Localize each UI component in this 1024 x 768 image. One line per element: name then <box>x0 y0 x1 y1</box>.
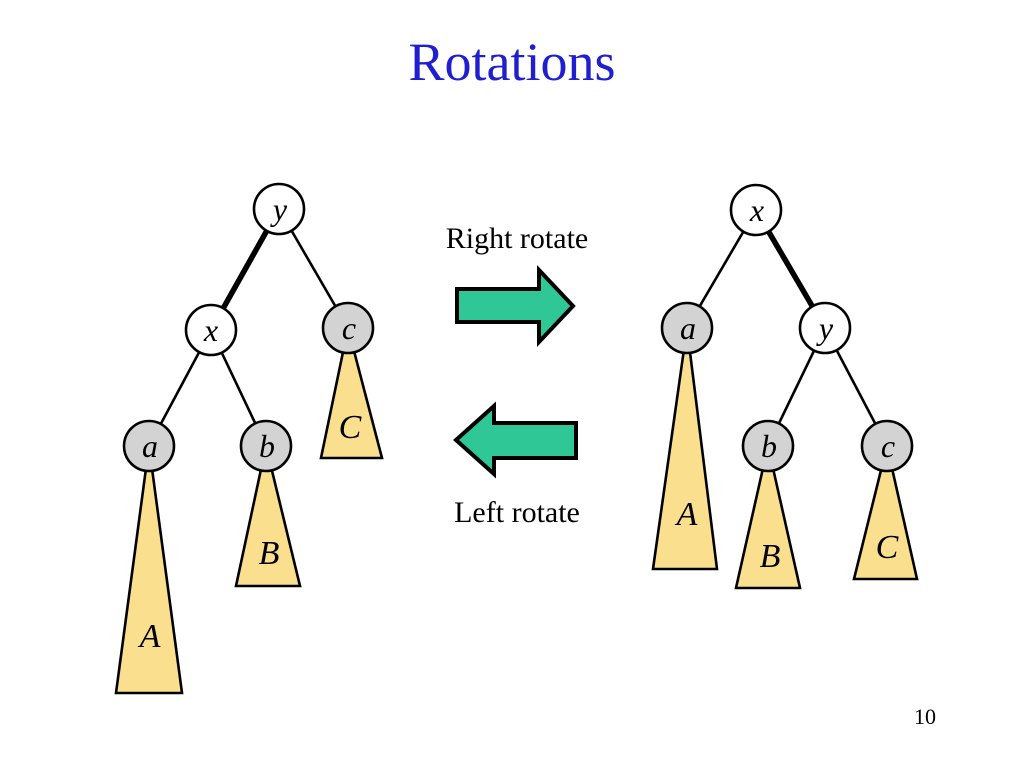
right-tree-node-y-label: y <box>816 310 834 346</box>
left-rotate-arrow-icon <box>453 401 578 479</box>
right-tree-node-c <box>860 419 914 473</box>
left-tree-node-y <box>252 182 306 236</box>
right-tree: x a y b c A B C <box>651 183 919 590</box>
left-tree: y x c a b A B C <box>114 182 384 695</box>
right-tree-subtree-B-label: B <box>760 538 781 575</box>
right-tree-subtree-triangle-A <box>651 327 719 571</box>
slide-title: Rotations <box>408 32 616 92</box>
left-tree-subtree-C-label: C <box>339 409 362 446</box>
left-tree-node-a-label: a <box>142 428 158 464</box>
left-rotate-label: Left rotate <box>454 496 580 529</box>
right-rotate-label: Right rotate <box>445 222 589 255</box>
right-tree-subtree-C-label: C <box>876 529 899 566</box>
right-rotate-arrow-icon <box>455 264 576 348</box>
right-tree-node-x <box>729 183 783 237</box>
left-tree-subtree-A-label: A <box>138 618 161 655</box>
right-tree-node-b-label: b <box>761 428 777 464</box>
left-tree-subtree-B-label: B <box>259 535 280 572</box>
left-tree-node-b-label: b <box>259 428 275 464</box>
right-tree-node-x-label: x <box>749 192 764 228</box>
right-tree-subtree-A-label: A <box>675 496 698 533</box>
right-tree-subtree-triangle-B <box>734 445 802 590</box>
right-tree-node-y <box>798 301 852 355</box>
right-tree-node-a <box>660 301 714 355</box>
left-tree-node-y-label: y <box>270 191 288 227</box>
right-tree-node-b <box>741 419 795 473</box>
left-tree-subtree-triangle-A <box>114 445 184 695</box>
rotate-arrows <box>453 264 578 479</box>
left-tree-node-c-label: c <box>342 310 356 346</box>
left-tree-node-x <box>184 303 238 357</box>
left-tree-node-x-label: x <box>203 312 218 348</box>
left-tree-node-a <box>122 419 176 473</box>
right-tree-node-c-label: c <box>881 428 895 464</box>
left-tree-subtree-triangle-B <box>234 445 302 588</box>
page-number: 10 <box>914 704 936 729</box>
left-tree-node-c <box>321 301 375 355</box>
left-tree-node-b <box>239 419 293 473</box>
right-tree-node-a-label: a <box>680 310 696 346</box>
left-tree-subtree-triangle-C <box>319 327 384 460</box>
right-tree-subtree-triangle-C <box>852 445 919 581</box>
